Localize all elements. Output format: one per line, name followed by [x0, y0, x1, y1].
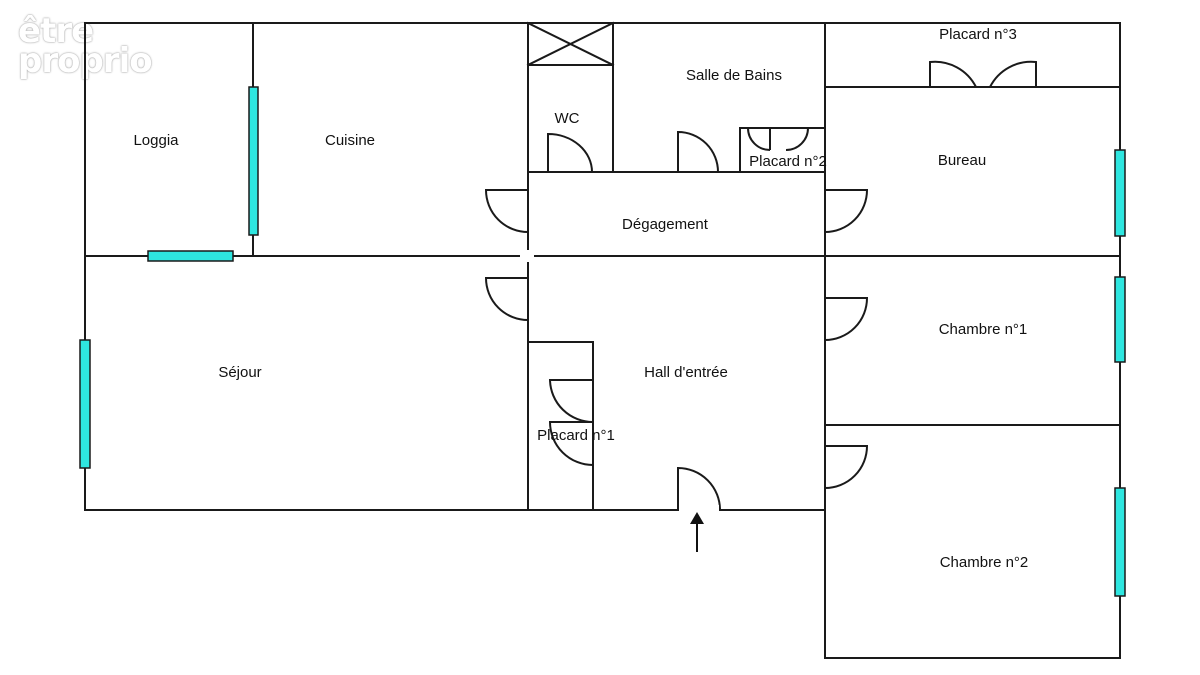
- entrance-gap: [679, 505, 719, 513]
- label-placard-2: Placard n°2: [749, 153, 827, 170]
- door-placard-3[interactable]: [929, 60, 1037, 88]
- door-chambre-2[interactable]: [824, 445, 869, 489]
- window-cuisine: [248, 86, 259, 236]
- door-chambre-1[interactable]: [824, 297, 869, 341]
- walls: [84, 22, 1121, 659]
- label-placard-3: Placard n°3: [939, 26, 1017, 43]
- wall-gap: [520, 250, 534, 262]
- watermark-line-1: être: [18, 11, 94, 51]
- door-placard-2[interactable]: [747, 127, 809, 151]
- label-wc: WC: [555, 110, 580, 127]
- room-labels: Loggia Cuisine WC Salle de Bains Placard…: [133, 26, 1028, 571]
- label-sejour: Séjour: [218, 364, 261, 381]
- label-degagement: Dégagement: [622, 216, 709, 233]
- entrance-arrow-icon: [690, 512, 704, 552]
- label-cuisine: Cuisine: [325, 132, 375, 149]
- window-chambre-1: [1114, 276, 1126, 363]
- window-bureau: [1114, 149, 1126, 237]
- label-hall: Hall d'entrée: [644, 364, 728, 381]
- label-chambre-2: Chambre n°2: [940, 554, 1029, 571]
- window-sejour: [79, 339, 91, 469]
- label-bureau: Bureau: [938, 152, 986, 169]
- door-cuisine[interactable]: [484, 189, 529, 233]
- label-salle-de-bains: Salle de Bains: [686, 67, 782, 84]
- windows: [79, 86, 1126, 597]
- window-chambre-2: [1114, 487, 1126, 597]
- label-chambre-1: Chambre n°1: [939, 321, 1028, 338]
- label-placard-1: Placard n°1: [537, 427, 615, 444]
- door-bureau[interactable]: [824, 189, 869, 233]
- door-sejour[interactable]: [484, 277, 529, 321]
- door-entree[interactable]: [677, 466, 721, 511]
- doors[interactable]: [484, 60, 1037, 513]
- door-salle-de-bains[interactable]: [677, 130, 719, 173]
- window-loggia: [147, 250, 234, 262]
- duct-shaft: [526, 21, 615, 67]
- door-placard-1[interactable]: [548, 379, 594, 466]
- label-loggia: Loggia: [133, 132, 179, 149]
- door-wc[interactable]: [547, 132, 593, 173]
